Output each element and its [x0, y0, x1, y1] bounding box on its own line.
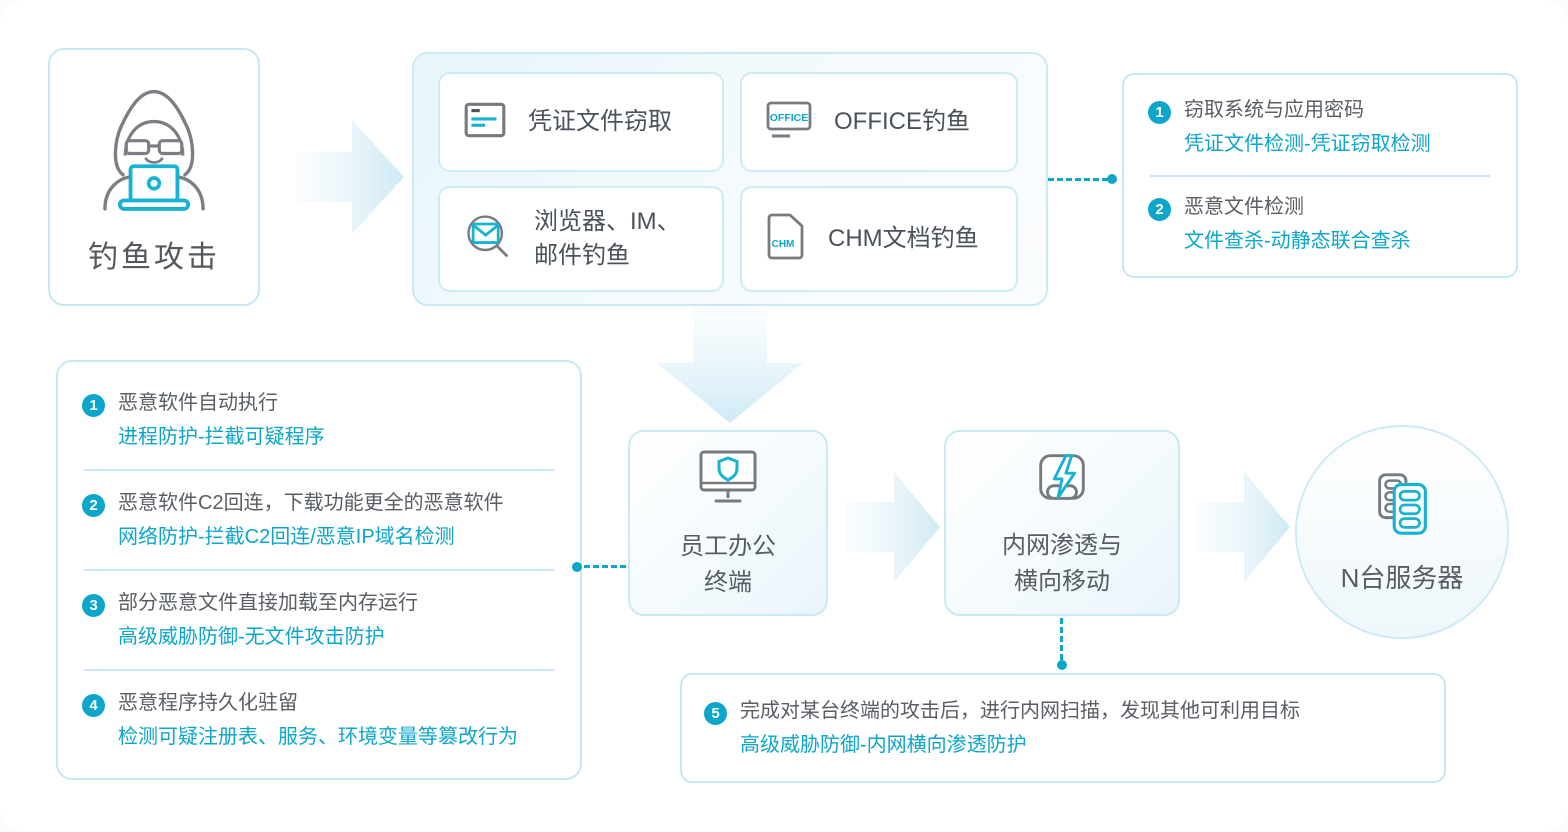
connector-dot	[572, 562, 582, 572]
step-badge: 5	[704, 702, 727, 725]
divider	[84, 569, 554, 571]
detection-defense: 检测可疑注册表、服务、环境变量等篡改行为	[118, 726, 518, 748]
flow-arrow-right-icon	[846, 472, 940, 582]
endpoint-detections-panel: 1 恶意软件自动执行 进程防护-拦截可疑程序 2 恶意软件C2回连，下载功能更全…	[56, 360, 582, 780]
detection-defense: 凭证文件检测-凭证窃取检测	[1184, 133, 1431, 155]
method-credential-theft: 凭证文件窃取	[438, 72, 724, 172]
method-office-phishing: OFFICE OFFICE钓鱼	[740, 72, 1018, 172]
detection-title: 恶意软件自动执行	[118, 392, 278, 414]
method-label: 浏览器、IM、 邮件钓鱼	[534, 208, 681, 269]
node-label: 员工办公 终端	[680, 532, 776, 596]
detection-item: 4 恶意程序持久化驻留 检测可疑注册表、服务、环境变量等篡改行为	[82, 689, 556, 751]
detection-item: 2 恶意文件检测 文件查杀-动静态联合查杀	[1148, 193, 1492, 255]
detection-title: 部分恶意文件直接加载至内存运行	[118, 592, 418, 614]
divider	[84, 669, 554, 671]
step-badge: 2	[82, 494, 105, 517]
method-browser-im-mail-phishing: 浏览器、IM、 邮件钓鱼	[438, 186, 724, 292]
step-badge: 4	[82, 694, 105, 717]
connector-dot	[1107, 174, 1117, 184]
dashed-connector	[584, 565, 626, 568]
lightning-icon	[1031, 447, 1093, 514]
attack-source-label: 钓鱼攻击	[88, 241, 220, 274]
credential-detections-panel: 1 窃取系统与应用密码 凭证文件检测-凭证窃取检测 2 恶意文件检测 文件查杀-…	[1122, 73, 1518, 278]
detection-defense: 网络防护-拦截C2回连/恶意IP域名检测	[118, 526, 455, 548]
divider	[84, 469, 554, 471]
svg-text:CHM: CHM	[772, 239, 795, 250]
detection-item: 2 恶意软件C2回连，下载功能更全的恶意软件 网络防护-拦截C2回连/恶意IP域…	[82, 489, 556, 551]
attack-source-box: 钓鱼攻击	[48, 48, 260, 306]
method-label: CHM文档钓鱼	[828, 225, 979, 252]
divider	[1150, 174, 1490, 177]
node-servers: N台服务器	[1295, 425, 1509, 639]
office-file-icon: OFFICE	[764, 98, 814, 147]
chm-file-icon: CHM	[764, 211, 808, 268]
detection-title: 窃取系统与应用密码	[1184, 99, 1364, 121]
lateral-detection-panel: 5 完成对某台终端的攻击后，进行内网扫描，发现其他可利用目标 高级威胁防御-内网…	[680, 673, 1446, 783]
node-lateral-movement: 内网渗透与 横向移动	[944, 430, 1180, 616]
detection-defense: 高级威胁防御-内网横向渗透防护	[740, 734, 1027, 756]
node-employee-terminal: 员工办公 终端	[628, 430, 828, 616]
method-label: 凭证文件窃取	[528, 108, 672, 135]
detection-item: 1 窃取系统与应用密码 凭证文件检测-凭证窃取检测	[1148, 96, 1492, 158]
detection-title: 恶意软件C2回连，下载功能更全的恶意软件	[118, 492, 504, 514]
svg-text:OFFICE: OFFICE	[770, 112, 809, 124]
detection-defense: 高级威胁防御-无文件攻击防护	[118, 626, 385, 648]
method-label: OFFICE钓鱼	[834, 108, 970, 135]
node-label: 内网渗透与 横向移动	[1002, 531, 1122, 595]
servers-icon	[1367, 469, 1437, 544]
flow-arrow-down-icon	[657, 308, 803, 423]
credential-file-icon	[462, 97, 508, 148]
step-badge: 1	[82, 394, 105, 417]
detection-title: 恶意文件检测	[1184, 196, 1304, 218]
connector-dot	[1057, 660, 1067, 670]
hacker-icon	[90, 76, 218, 221]
dashed-connector	[1048, 178, 1108, 181]
method-chm-phishing: CHM CHM文档钓鱼	[740, 186, 1018, 292]
detection-title: 恶意程序持久化驻留	[118, 692, 298, 714]
detection-item: 5 完成对某台终端的攻击后，进行内网扫描，发现其他可利用目标 高级威胁防御-内网…	[704, 697, 1422, 759]
monitor-shield-icon	[694, 446, 762, 515]
flow-arrow-right-icon	[1196, 472, 1290, 582]
detection-title: 完成对某台终端的攻击后，进行内网扫描，发现其他可利用目标	[740, 700, 1300, 722]
detection-item: 1 恶意软件自动执行 进程防护-拦截可疑程序	[82, 389, 556, 451]
flow-arrow-right-icon	[296, 120, 404, 234]
dashed-connector	[1060, 618, 1063, 660]
step-badge: 3	[82, 594, 105, 617]
phishing-methods-panel: 凭证文件窃取 OFFICE OFFICE钓鱼	[412, 52, 1048, 306]
step-badge: 2	[1148, 198, 1171, 221]
detection-defense: 进程防护-拦截可疑程序	[118, 426, 325, 448]
detection-item: 3 部分恶意文件直接加载至内存运行 高级威胁防御-无文件攻击防护	[82, 589, 556, 651]
mail-search-icon	[462, 211, 514, 268]
node-label: N台服务器	[1340, 563, 1464, 593]
step-badge: 1	[1148, 101, 1171, 124]
detection-defense: 文件查杀-动静态联合查杀	[1184, 230, 1411, 252]
